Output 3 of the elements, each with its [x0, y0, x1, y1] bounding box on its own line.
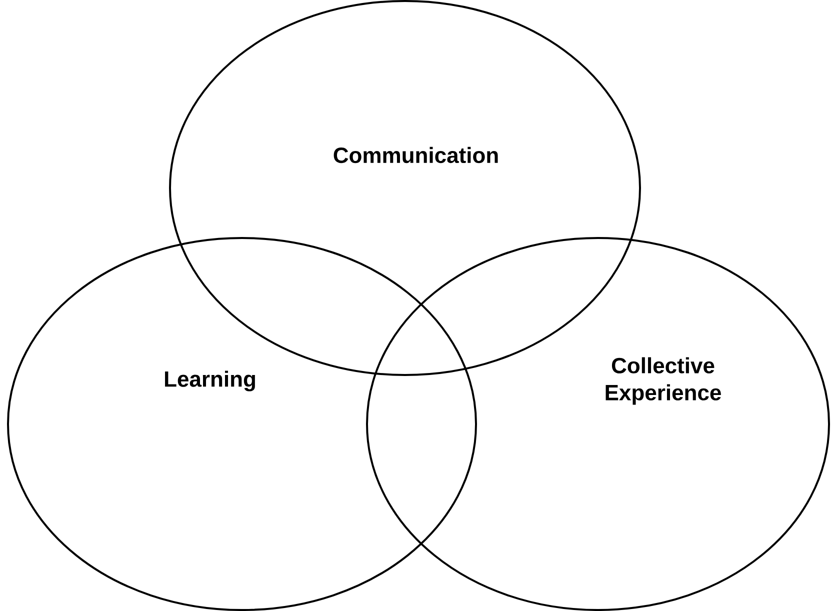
set-label: Learning — [165, 370, 255, 392]
set-label: Collective Experience — [606, 357, 721, 405]
set-label: Communication — [334, 146, 498, 164]
